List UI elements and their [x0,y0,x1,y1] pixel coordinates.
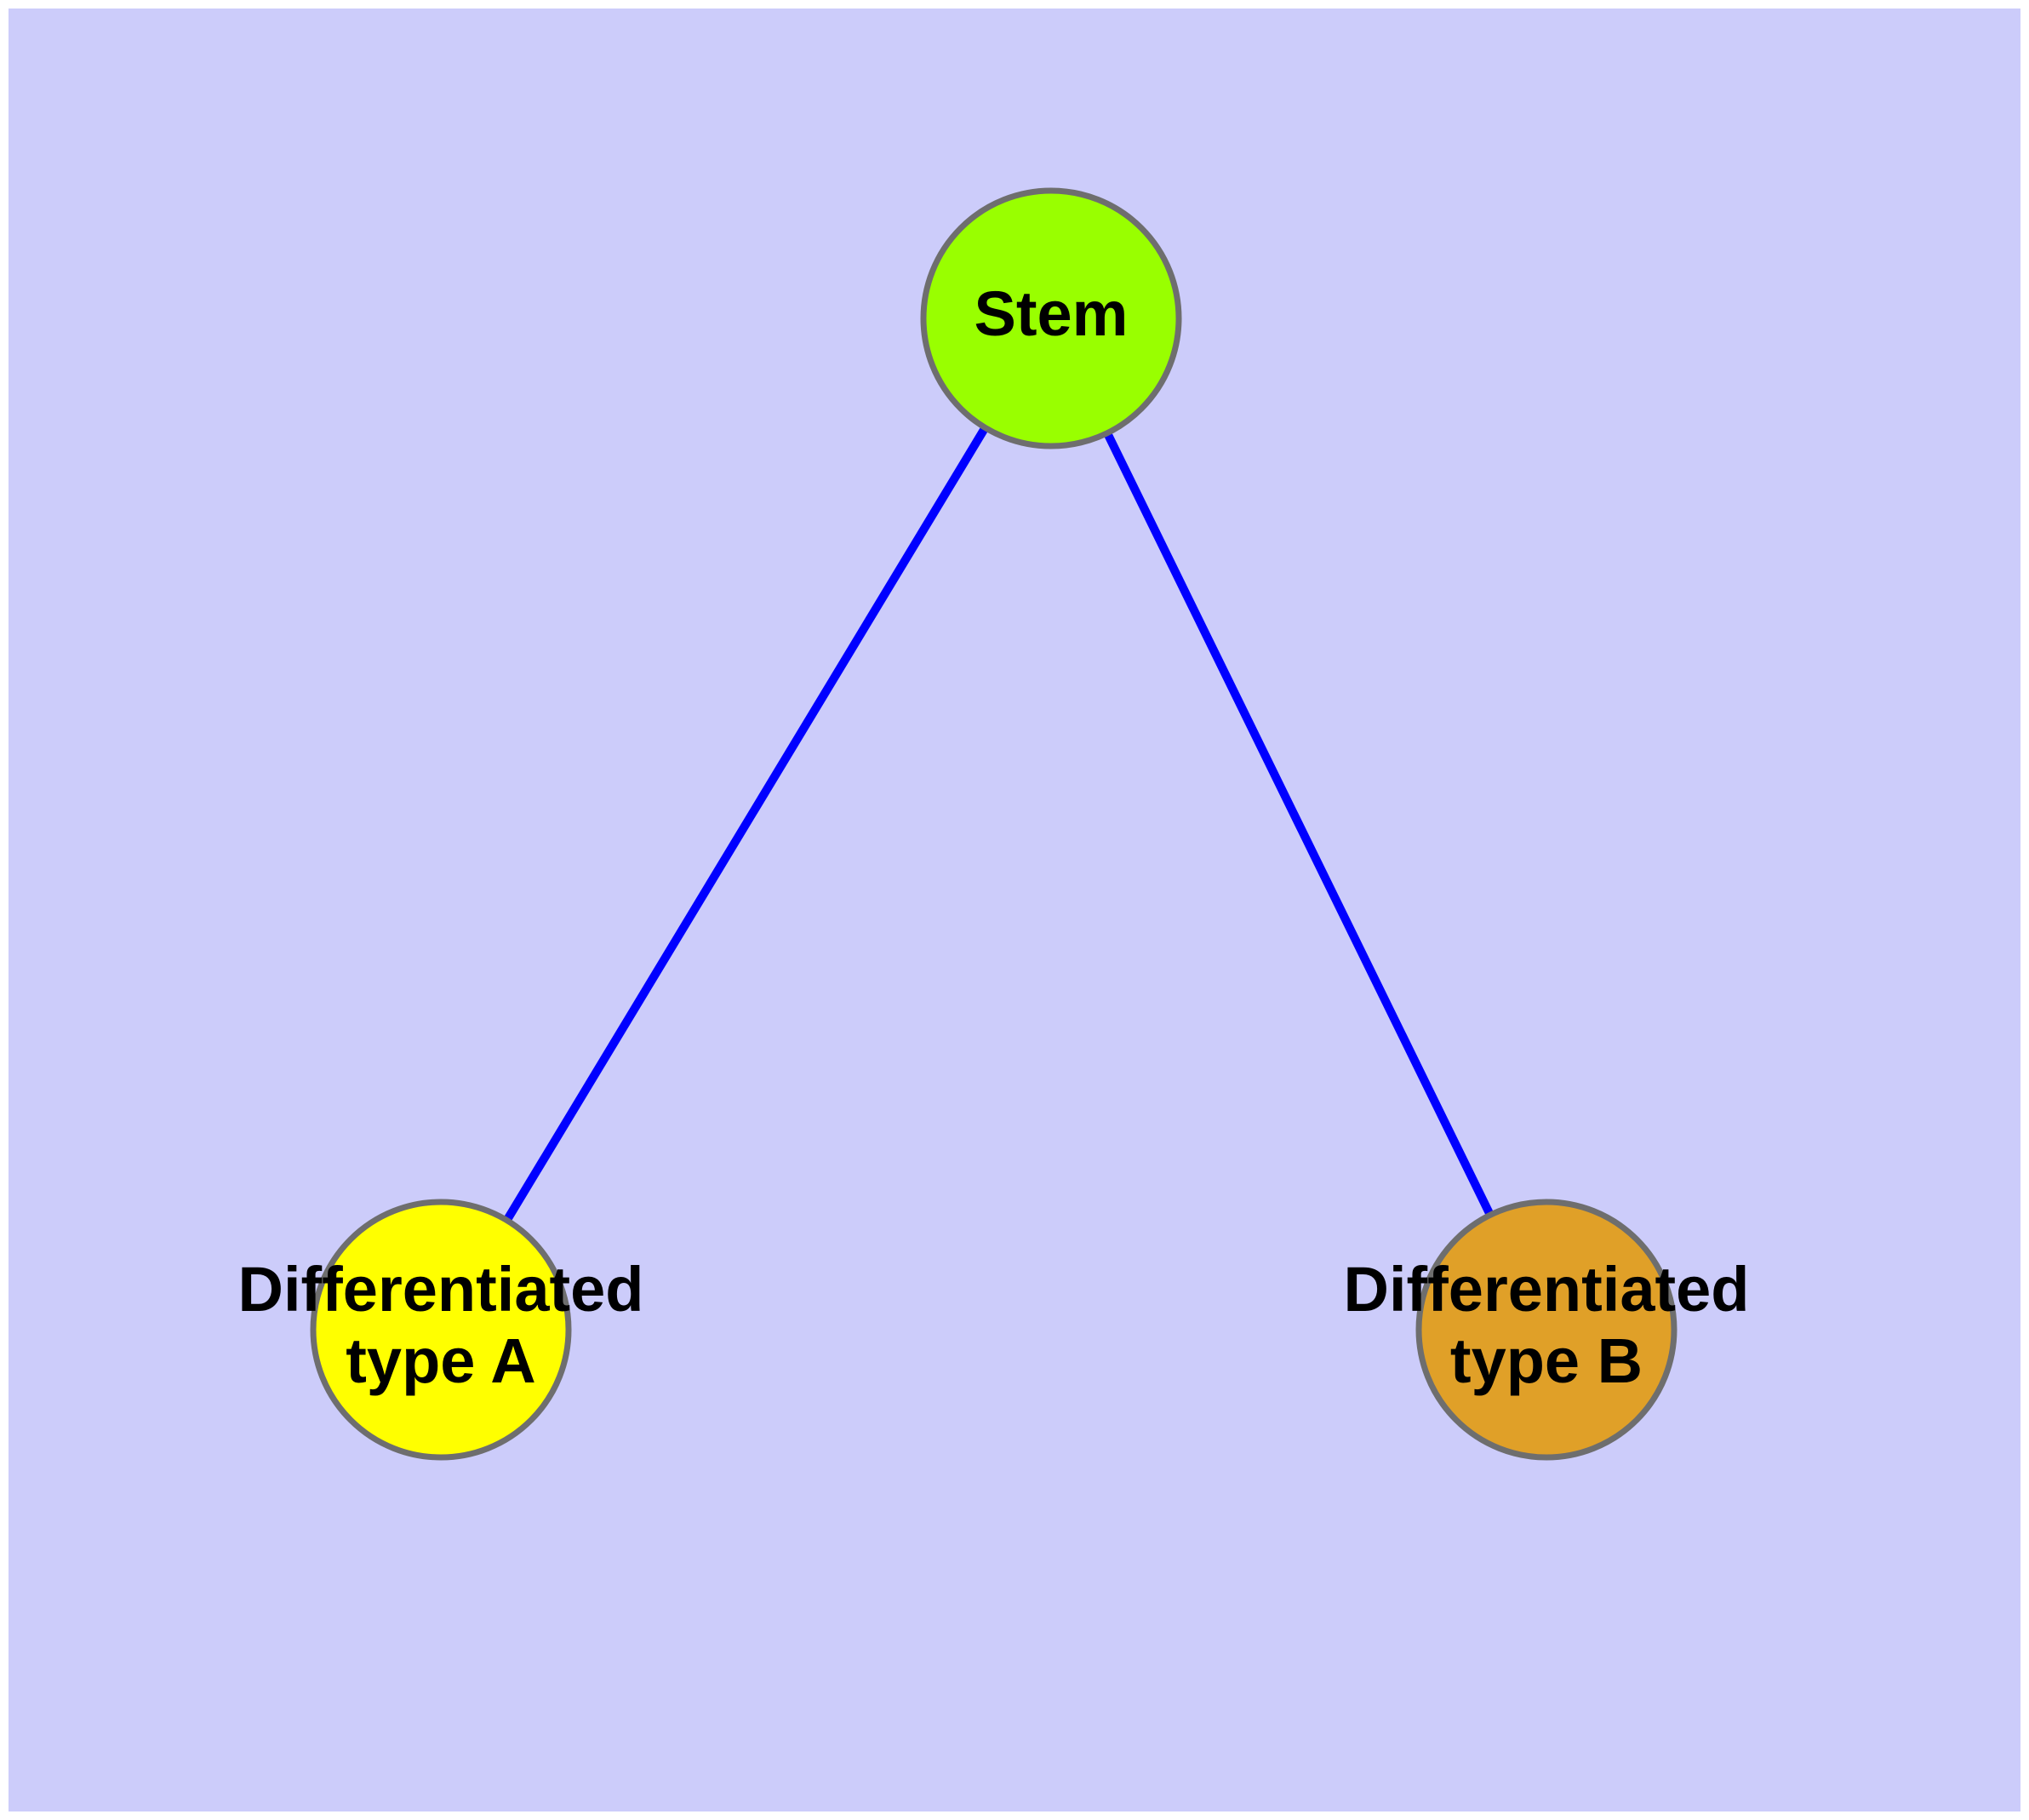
node-stem[interactable] [920,187,1182,449]
edge-stem-diff-a [501,422,991,1226]
node-label-line: type B [1450,1325,1643,1396]
edges-layer [501,422,1496,1226]
node-label-line: Stem [974,278,1129,349]
node-label-line: type A [346,1325,535,1396]
node-diff_b[interactable] [1415,1199,1677,1461]
node-label-line: Differentiated [1344,1254,1750,1325]
node-diff_a[interactable] [310,1199,572,1461]
node-label-line: Differentiated [238,1254,644,1325]
edge-stem-diff-b [1101,427,1496,1221]
node-label-stem: Stem [974,278,1129,349]
nodes-layer [310,187,1677,1461]
